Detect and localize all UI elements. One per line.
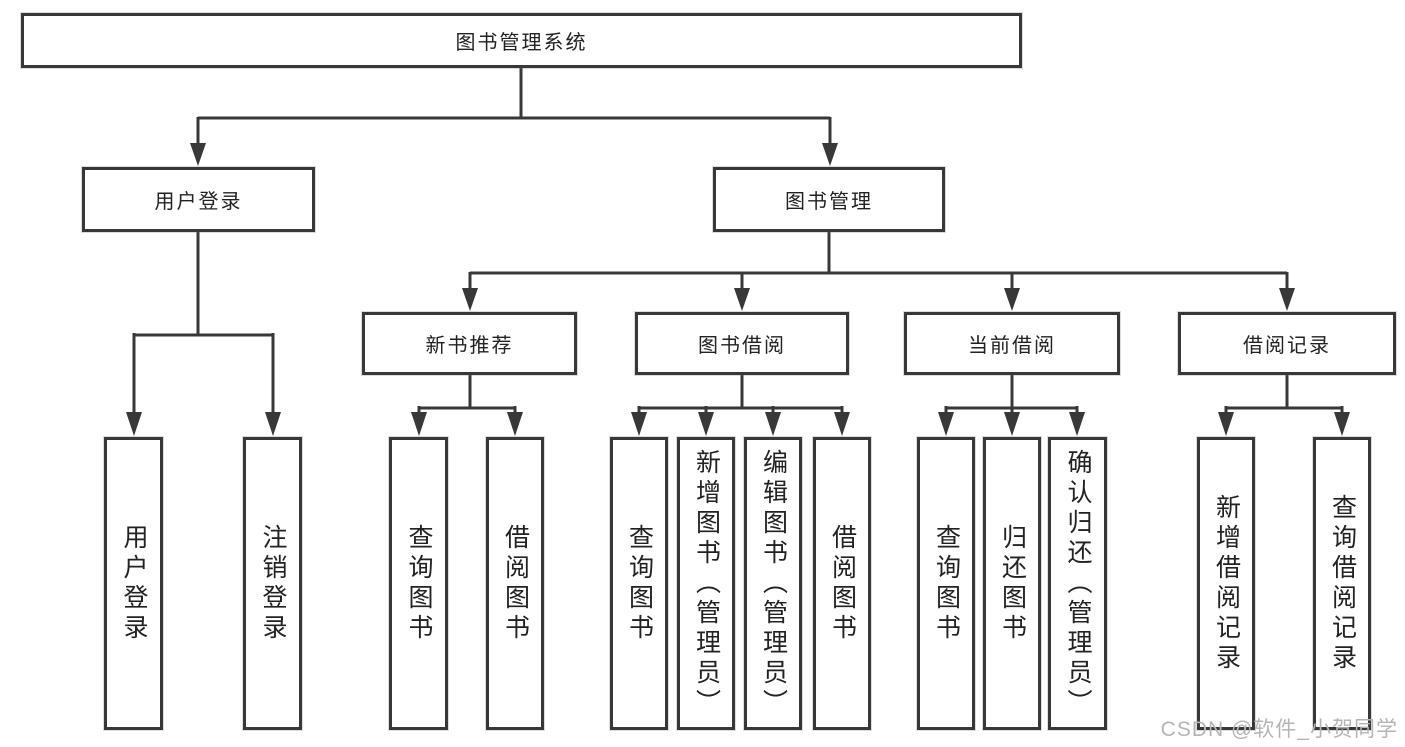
- leaf-cb-query-books: 查询图书: [917, 437, 975, 730]
- node-book-borrow: 图书借阅: [635, 312, 849, 375]
- leaf-logout: 注销登录: [243, 437, 302, 730]
- leaf-bb-edit-books-admin: 编辑图书（管理员）: [744, 437, 802, 730]
- leaf-user-login: 用户登录: [104, 437, 163, 730]
- node-library-management-system: 图书管理系统: [21, 13, 1022, 68]
- leaf-nb-borrow-books: 借阅图书: [486, 437, 544, 730]
- leaf-cb-return-books: 归还图书: [983, 437, 1041, 730]
- node-user-login: 用户登录: [82, 167, 315, 232]
- leaf-bb-add-books-admin: 新增图书（管理员）: [677, 437, 735, 730]
- node-book-management: 图书管理: [713, 167, 945, 232]
- leaf-bb-query-books: 查询图书: [610, 437, 668, 730]
- leaf-bb-borrow-books: 借阅图书: [813, 437, 871, 730]
- csdn-watermark: CSDN @软件_小贺同学: [1160, 718, 1398, 741]
- leaf-br-add-record: 新增借阅记录: [1197, 437, 1255, 730]
- leaf-br-query-record: 查询借阅记录: [1313, 437, 1371, 730]
- leaf-nb-query-books: 查询图书: [389, 437, 448, 730]
- leaf-cb-confirm-return-admin: 确认归还（管理员）: [1048, 437, 1107, 730]
- node-current-borrow: 当前借阅: [904, 312, 1120, 375]
- arrowheads: [126, 143, 1350, 436]
- node-new-book-recommend: 新书推荐: [362, 312, 577, 375]
- node-borrow-records: 借阅记录: [1178, 312, 1396, 375]
